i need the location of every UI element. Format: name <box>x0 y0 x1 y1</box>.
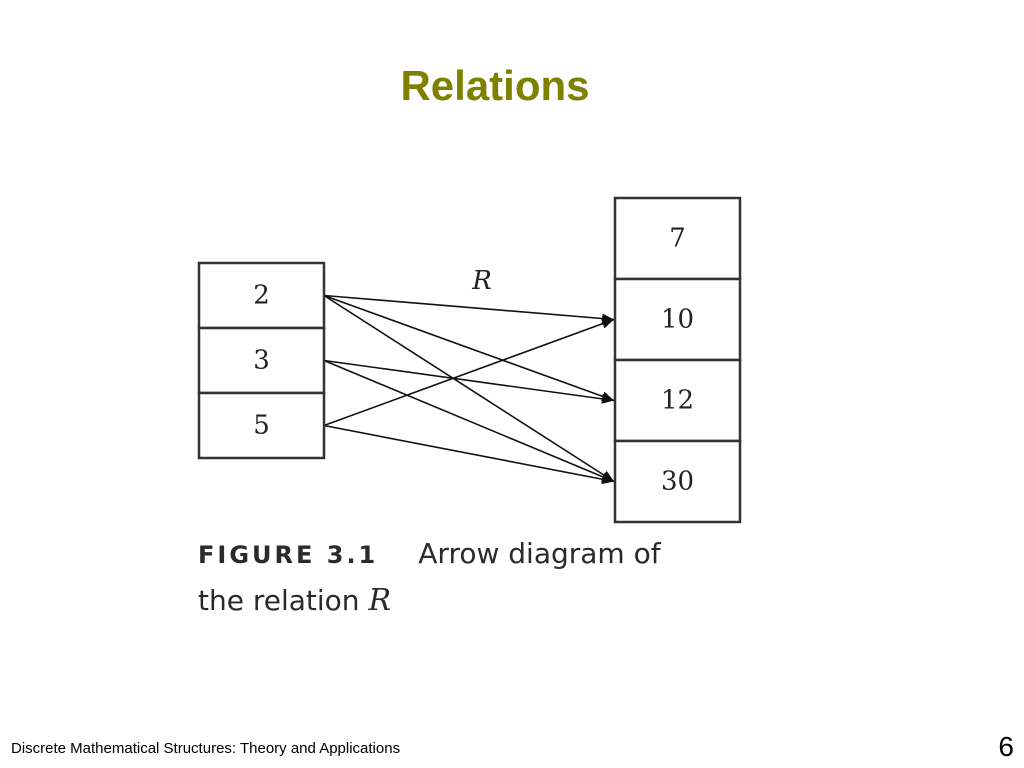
arrow-5-to-30 <box>323 424 615 485</box>
arrow-5-to-10 <box>323 318 615 427</box>
caption-relation-symbol: R <box>368 583 392 618</box>
domain-element-2-label: 2 <box>253 281 270 311</box>
codomain-element-30-label: 30 <box>661 467 694 497</box>
footer-text: Discrete Mathematical Structures: Theory… <box>11 740 401 757</box>
codomain-element-30-box <box>613 439 742 524</box>
domain-element-5-box <box>197 391 326 460</box>
domain-element-2-box <box>197 261 326 330</box>
codomain-element-7-label: 7 <box>669 224 686 254</box>
arrow-2-to-10 <box>323 294 615 324</box>
arrow-3-to-30 <box>323 359 615 483</box>
caption-text-1: Arrow diagram of <box>418 537 661 570</box>
figure-caption: FIGURE 3.1 Arrow diagram of the relation … <box>198 531 758 623</box>
slide-title: Relations <box>400 62 590 109</box>
codomain-element-12-label: 12 <box>661 386 694 416</box>
arrow-2-to-30 <box>323 294 615 483</box>
codomain-element-12: 12 <box>613 358 742 443</box>
codomain-element-10-box <box>613 277 742 362</box>
domain-element-5: 5 <box>197 391 326 460</box>
figure-number: FIGURE 3.1 <box>198 541 379 569</box>
codomain-element-30: 30 <box>613 439 742 524</box>
domain-element-3: 3 <box>197 326 326 395</box>
codomain-element-10: 10 <box>613 277 742 362</box>
domain-element-5-label: 5 <box>253 411 270 441</box>
caption-line-2: the relation R <box>198 578 758 623</box>
domain-element-3-label: 3 <box>253 346 270 376</box>
domain-set: 2 3 5 <box>197 261 326 460</box>
relation-arrows <box>323 294 615 485</box>
codomain-element-12-box <box>613 358 742 443</box>
codomain-element-7: 7 <box>613 196 742 281</box>
relation-label: R <box>471 266 492 296</box>
codomain-element-10-label: 10 <box>661 305 694 335</box>
arrow-3-to-12 <box>323 359 615 404</box>
caption-line-1: FIGURE 3.1 Arrow diagram of <box>198 531 758 578</box>
page-number: 6 <box>998 731 1014 762</box>
domain-element-2: 2 <box>197 261 326 330</box>
codomain-element-7-box <box>613 196 742 281</box>
caption-text-2: the relation <box>198 584 360 617</box>
codomain-set: 7 10 12 30 <box>613 196 742 524</box>
arrow-2-to-12 <box>323 294 615 402</box>
